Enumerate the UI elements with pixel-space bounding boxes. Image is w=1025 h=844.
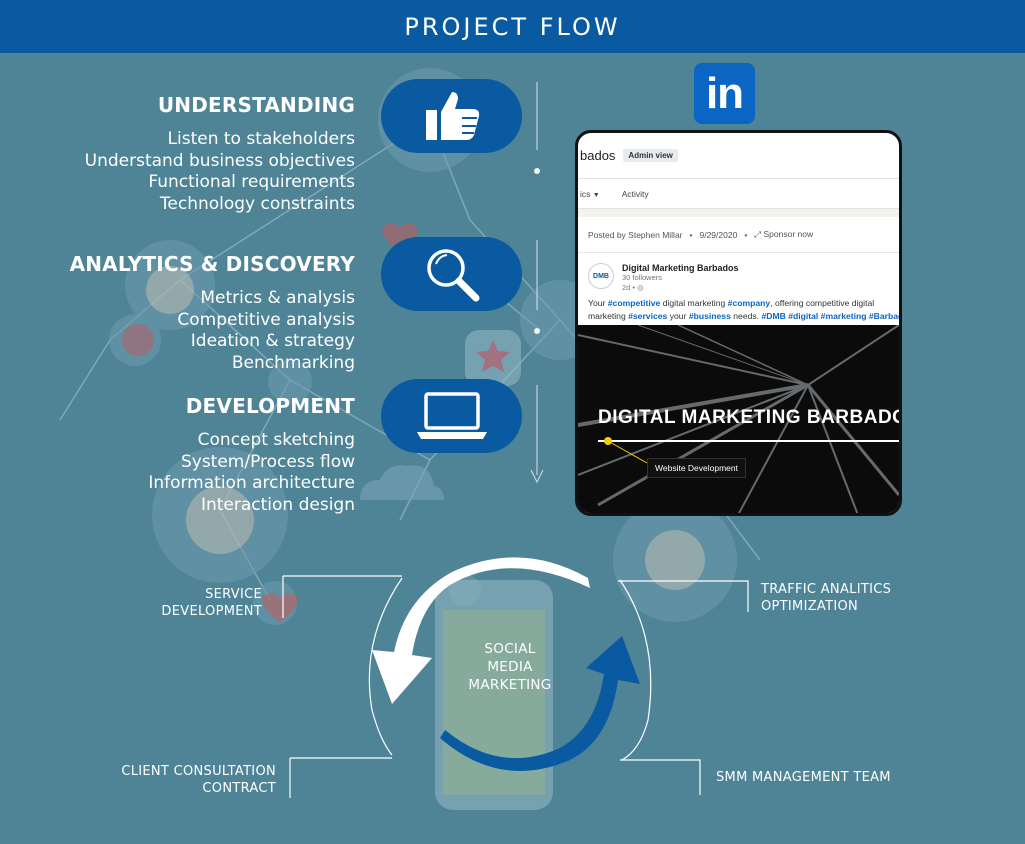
linkedin-logo: in [694,63,755,124]
section-title: UNDERSTANDING [157,93,355,117]
list-item: Understand business objectives [84,150,355,171]
laptop-icon [416,392,487,439]
list-item: Competitive analysis [177,309,355,330]
thumbs-up-icon [425,92,479,140]
posted-by: Posted by Stephen Millar [588,229,683,240]
connector-traffic [618,580,749,612]
company-name: bados [580,148,616,163]
list-item: Information architecture [148,473,355,493]
list-item: Concept sketching [197,430,355,450]
followers-count: 30 followers [622,273,663,282]
light-burst-graphic [578,325,899,513]
admin-badge[interactable]: Admin view [623,149,678,162]
hashtag[interactable]: #DMB #digital #marketing #Barbados [761,311,899,321]
linkedin-post-mockup: bados Admin view ics ▼ Activity Posted b… [575,130,902,516]
chevron-down-icon: ▼ [592,191,600,199]
image-caption: Website Development [647,458,746,478]
post-age: 2d • ◎ [622,283,644,292]
list-item: Metrics & analysis [200,288,355,308]
list-item: System/Process flow [180,451,355,472]
post-image[interactable]: DIGITAL MARKETING BARBADOS Website Devel… [578,325,899,513]
tab-analytics[interactable]: ics ▼ [580,188,600,199]
magnifier-icon [426,249,479,302]
section-development: DEVELOPMENT Concept sketching System/Pro… [148,394,355,516]
analytics-pill [381,237,522,311]
cycle-center-label: SOCIAL MEDIA MARKETING [468,641,552,693]
post-date: 9/29/2020 [699,229,738,240]
section-title: DEVELOPMENT [185,394,355,418]
section-title: ANALYTICS & DISCOVERY [69,252,355,276]
white-cycle-arrow [372,557,590,704]
label-traffic-analytics: TRAFFIC ANALITICS OPTIMIZATION [761,582,892,614]
understanding-pill [381,79,522,153]
label-smm-team: SMM MANAGEMENT TEAM [716,770,891,785]
list-item: Functional requirements [148,172,355,192]
list-item: Ideation & strategy [190,331,355,351]
cycle-frame-left [368,577,403,756]
hashtag[interactable]: #business [688,311,731,321]
blue-cycle-arrow [440,636,640,771]
globe-icon: ◎ [637,283,644,292]
connector-service [282,575,402,618]
header-bar: PROJECT FLOW [0,0,1025,53]
list-item: Interaction design [200,494,355,515]
tab-activity[interactable]: Activity [621,188,649,199]
page-title: PROJECT FLOW [404,12,621,41]
list-item: Benchmarking [231,352,355,373]
development-pill [381,379,522,453]
connector-client [289,757,392,798]
cycle-frame-right [619,579,652,761]
label-client-consultation: CLIENT CONSULTATION CONTRACT [121,764,276,796]
label-service-development: SERVICE DEVELOPMENT [161,587,262,619]
chart-icon: ⤢ [754,229,762,239]
hashtag[interactable]: #company [727,298,771,308]
list-item: Listen to stakeholders [167,129,355,149]
avatar[interactable]: DMB [588,263,614,289]
sponsor-link[interactable]: ⤢ Sponsor now [754,229,814,239]
connector-smm [620,759,701,795]
section-analytics: ANALYTICS & DISCOVERY Metrics & analysis… [70,252,355,374]
section-understanding: UNDERSTANDING Listen to stakeholders Und… [85,93,355,215]
linkedin-icon: in [705,68,744,118]
list-item: Technology constraints [159,193,355,214]
hashtag[interactable]: #services [628,311,668,321]
hashtag[interactable]: #competitive [607,298,661,308]
post-text: Your #competitive digital marketing #com… [578,297,899,327]
author-name[interactable]: Digital Marketing Barbados [622,263,739,273]
image-title: DIGITAL MARKETING BARBADOS [598,407,899,428]
